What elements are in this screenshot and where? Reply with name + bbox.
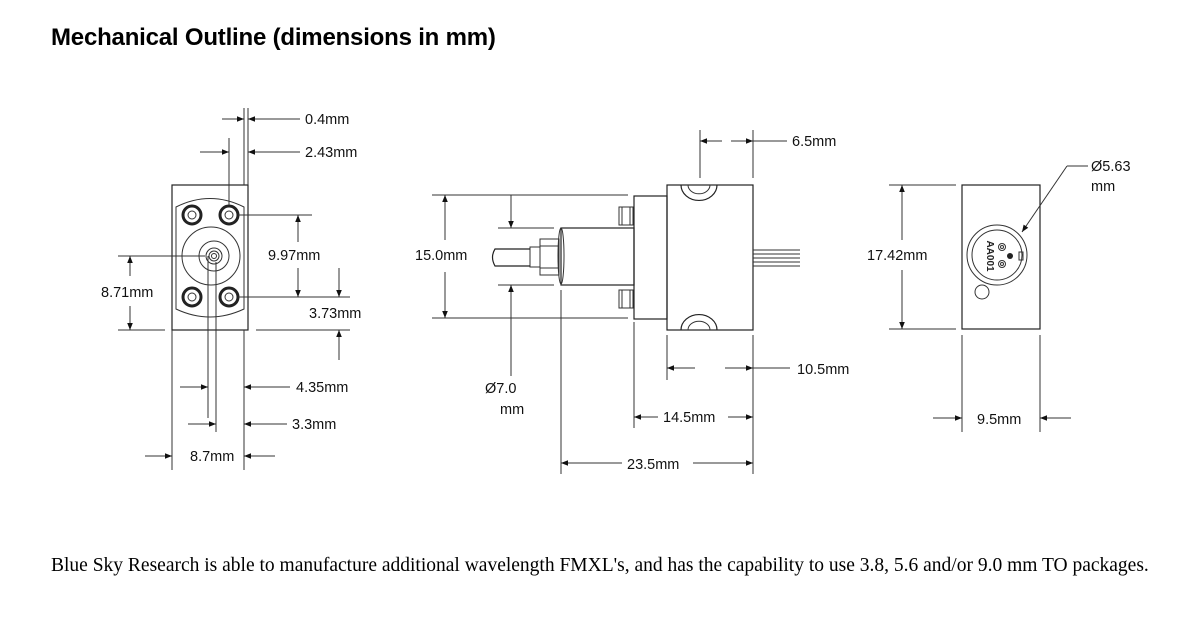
dim-label-diameter-7-0-unit: mm xyxy=(500,402,524,418)
front-view: 0.4mm 2.43mm 9.97mm 8.71mm 3.73mm 4.35mm… xyxy=(101,108,361,470)
mounting-hole xyxy=(181,286,203,308)
description-paragraph: Blue Sky Research is able to manufacture… xyxy=(51,555,1149,576)
rear-to-can-outer xyxy=(966,224,1028,286)
rear-pin xyxy=(1007,253,1013,259)
page-title: Mechanical Outline (dimensions in mm) xyxy=(51,24,496,51)
dim-label-3-73mm: 3.73mm xyxy=(309,306,361,322)
rear-pin xyxy=(998,260,1006,268)
dim-label-4-35mm: 4.35mm xyxy=(296,380,348,396)
rear-pin xyxy=(998,243,1006,251)
dim-label-3-3mm: 3.3mm xyxy=(292,417,336,433)
rear-part-marking: AA001 xyxy=(984,240,995,272)
front-body-outline xyxy=(171,184,249,331)
dim-label-diameter-5-63: Ø5.63 xyxy=(1091,159,1131,175)
dim-label-2-43mm: 2.43mm xyxy=(305,145,357,161)
dim-label-17-42mm: 17.42mm xyxy=(867,248,927,264)
rear-view: AA001 Ø5.63 mm 17.42mm 9.5mm xyxy=(867,159,1131,432)
dim-label-23-5mm: 23.5mm xyxy=(627,457,679,473)
rear-alignment-hole xyxy=(974,284,990,300)
mounting-hole xyxy=(218,286,240,308)
rear-to-can-inner xyxy=(971,229,1023,281)
mounting-hole xyxy=(181,204,203,226)
front-flange-outline xyxy=(175,198,245,318)
dim-label-9-97mm: 9.97mm xyxy=(268,248,320,264)
dim-label-6-5mm: 6.5mm xyxy=(792,134,836,150)
dim-label-15-0mm: 15.0mm xyxy=(415,248,467,264)
dim-label-14-5mm: 14.5mm xyxy=(663,410,715,426)
side-flange xyxy=(633,195,668,320)
side-nut xyxy=(539,238,560,276)
dim-label-diameter-5-63-unit: mm xyxy=(1091,179,1115,195)
side-barrel xyxy=(560,227,635,286)
dim-label-10-5mm: 10.5mm xyxy=(797,362,849,378)
dim-label-diameter-7-0: Ø7.0 xyxy=(485,381,516,397)
side-ferrule xyxy=(491,248,530,267)
dim-label-9-5mm: 9.5mm xyxy=(977,412,1021,428)
mounting-hole xyxy=(218,204,240,226)
dim-label-8-7mm: 8.7mm xyxy=(190,449,234,465)
dim-label-8-71mm: 8.71mm xyxy=(101,285,153,301)
dim-label-0-4mm: 0.4mm xyxy=(305,112,349,128)
side-body-block xyxy=(666,184,754,331)
side-view: 6.5mm 15.0mm Ø7.0 mm 10.5mm 14.5mm 23.5m… xyxy=(415,130,849,474)
rear-body-outline xyxy=(961,184,1041,330)
